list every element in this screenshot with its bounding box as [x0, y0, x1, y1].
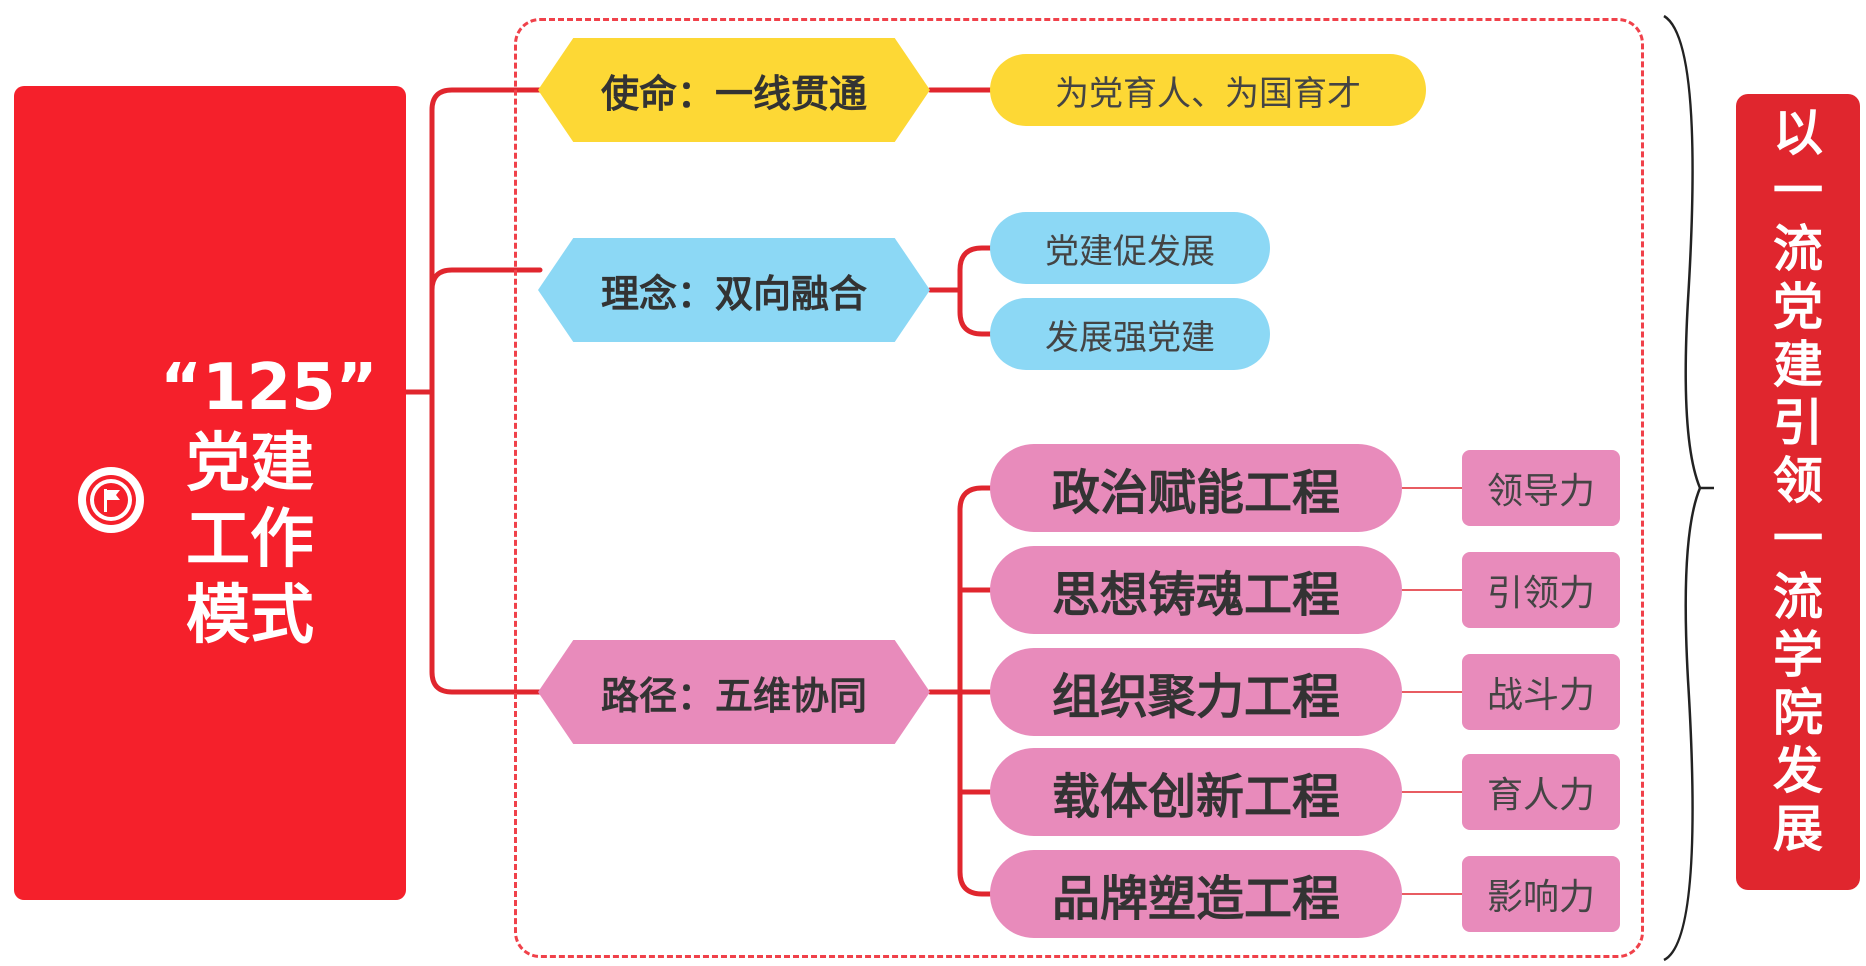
path-child-3[interactable]: 组织聚力工程 — [990, 648, 1402, 736]
path-child-5-tag-label: 影响力 — [1486, 877, 1595, 918]
path-child-2-label: 思想铸魂工程 — [1051, 567, 1340, 623]
summary-char-8: 一 — [1773, 510, 1823, 568]
summary-char-5: 建 — [1773, 336, 1823, 394]
summary-char-10: 学 — [1773, 626, 1823, 684]
path-child-3-tag[interactable]: 战斗力 — [1462, 654, 1620, 730]
path-child-1-tag[interactable]: 领导力 — [1462, 450, 1620, 526]
summary-char-4: 党 — [1773, 278, 1823, 336]
summary-char-2: 一 — [1773, 162, 1823, 220]
branch-concept[interactable]: 理念：双向融合 — [538, 238, 930, 342]
summary-char-9: 流 — [1773, 568, 1823, 626]
summary-box[interactable] — [1736, 94, 1860, 890]
root-title-line-1: “125” — [160, 351, 378, 425]
path-child-1-tag-label: 领导力 — [1486, 471, 1595, 512]
path-child-4[interactable]: 载体创新工程 — [990, 748, 1402, 836]
mission-child-1[interactable]: 为党育人、为国育才 — [990, 54, 1426, 126]
branch-mission[interactable]: 使命：一线贯通 — [538, 38, 930, 142]
path-child-3-label: 组织聚力工程 — [1051, 669, 1340, 725]
root-title: “125” 党建 工作 模式 — [160, 350, 378, 654]
right-brace — [1663, 14, 1702, 962]
summary-char-11: 院 — [1773, 684, 1823, 742]
root-title-line-4: 模式 — [186, 579, 314, 653]
summary-char-3: 流 — [1773, 220, 1823, 278]
path-child-5[interactable]: 品牌塑造工程 — [990, 850, 1402, 938]
path-child-5-tag[interactable]: 影响力 — [1462, 856, 1620, 932]
connector-trunk — [429, 87, 543, 695]
branch-path-label: 路径：五维协同 — [600, 673, 867, 718]
path-child-2[interactable]: 思想铸魂工程 — [990, 546, 1402, 634]
branch-concept-label: 理念：双向融合 — [600, 271, 867, 316]
path-child-1-label: 政治赋能工程 — [1051, 465, 1340, 521]
summary-text: 以 一 流 党 建 引 领 一 流 学 院 发 展 — [1736, 104, 1860, 858]
branch-path[interactable]: 路径：五维协同 — [538, 640, 930, 744]
path-child-4-label: 载体创新工程 — [1051, 769, 1340, 825]
connector-path — [927, 485, 993, 897]
summary-char-7: 领 — [1773, 452, 1823, 510]
root-title-line-2: 党建 — [186, 427, 314, 501]
mission-child-1-label: 为党育人、为国育才 — [1055, 73, 1361, 114]
path-child-4-tag[interactable]: 育人力 — [1462, 754, 1620, 830]
root-title-line-3: 工作 — [186, 503, 314, 577]
branch-mission-label: 使命：一线贯通 — [600, 71, 867, 116]
summary-char-12: 发 — [1773, 742, 1823, 800]
summary-char-13: 展 — [1773, 800, 1823, 858]
path-child-2-tag[interactable]: 引领力 — [1462, 552, 1620, 628]
concept-child-2[interactable]: 发展强党建 — [990, 298, 1270, 370]
concept-child-1[interactable]: 党建促发展 — [990, 212, 1270, 284]
path-child-1[interactable]: 政治赋能工程 — [990, 444, 1402, 532]
concept-child-1-label: 党建促发展 — [1045, 231, 1215, 272]
dashed-group-frame — [514, 18, 1644, 958]
path-child-2-tag-label: 引领力 — [1486, 573, 1595, 614]
path-child-4-tag-label: 育人力 — [1486, 775, 1595, 816]
connector-concept — [927, 245, 993, 337]
concept-child-2-label: 发展强党建 — [1045, 317, 1215, 358]
path-child-3-tag-label: 战斗力 — [1486, 675, 1595, 716]
summary-char-6: 引 — [1773, 394, 1823, 452]
path-child-5-label: 品牌塑造工程 — [1051, 871, 1340, 927]
flag-icon — [78, 467, 144, 533]
summary-char-1: 以 — [1773, 104, 1823, 162]
